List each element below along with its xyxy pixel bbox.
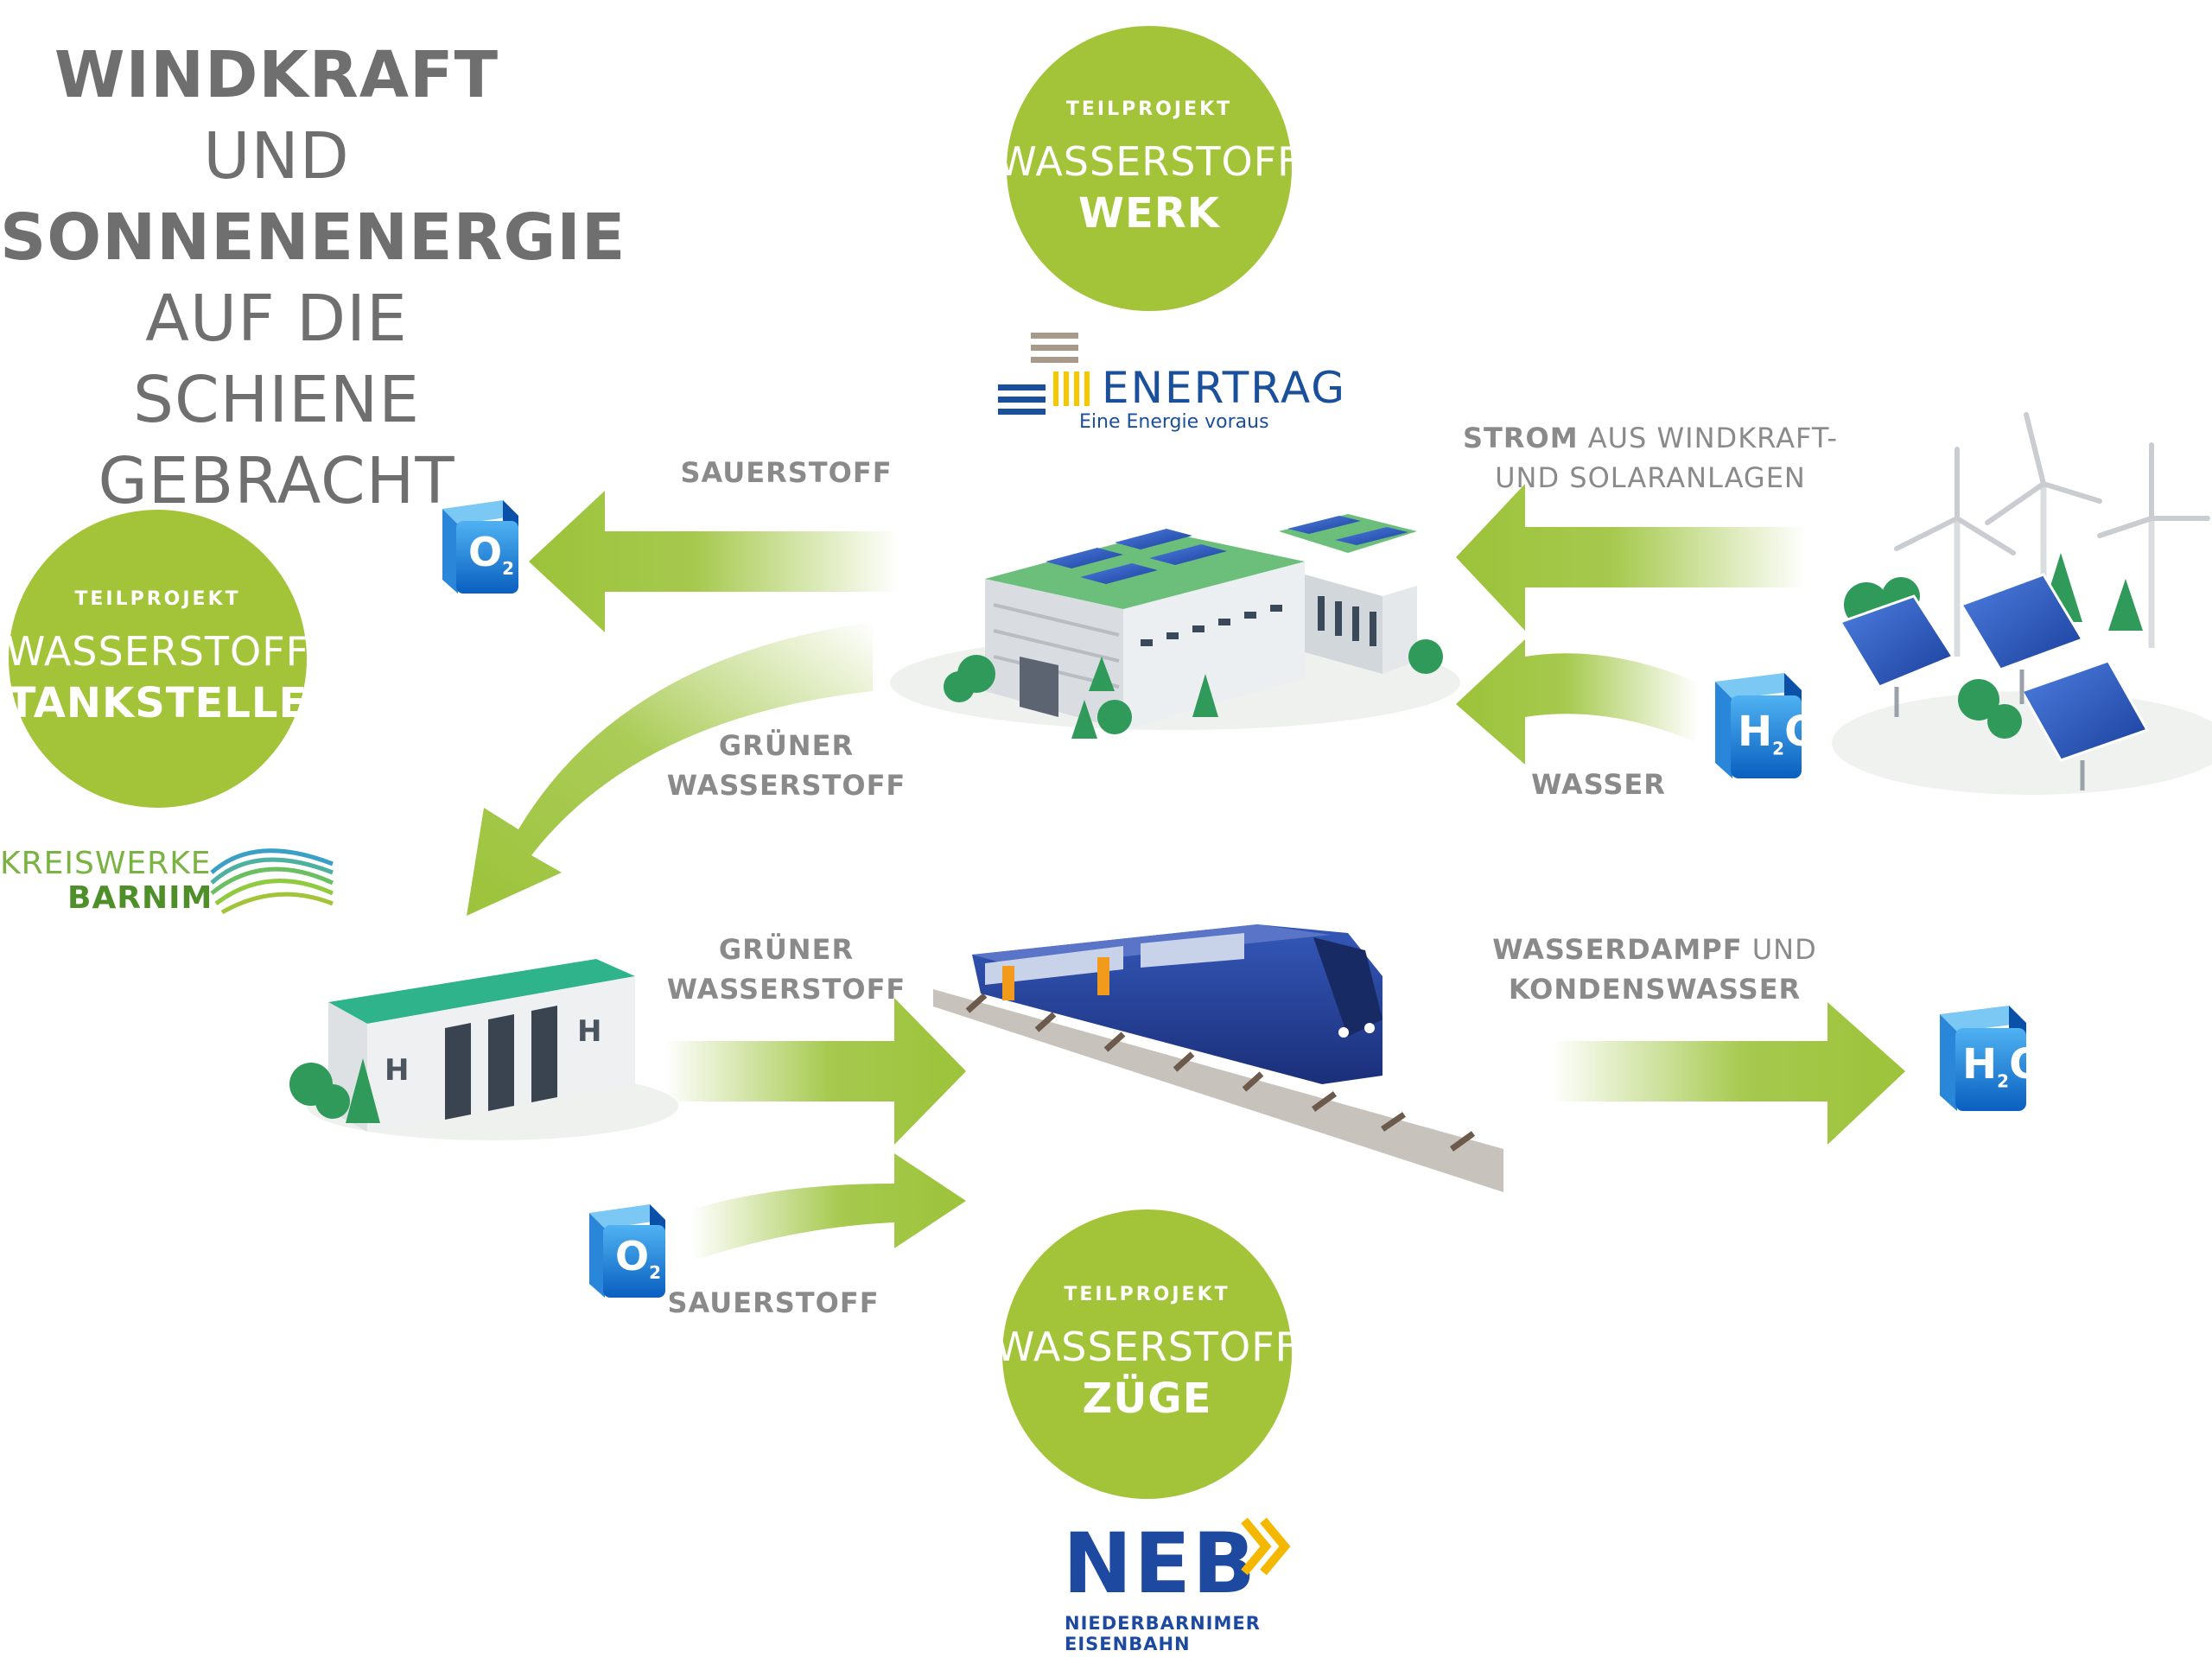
o2-cube-shape-bottom <box>589 1204 665 1298</box>
headline: WINDKRAFT UND SONNENENERGIE AUF DIE SCHI… <box>0 35 625 522</box>
kreiswerke-line1: KREISWERKE <box>0 846 212 881</box>
arrow-wasser-in <box>1456 639 1698 765</box>
circle-teilprojekt-zuege: TEILPROJEKT WASSERSTOFF ZÜGE <box>995 1209 1298 1499</box>
o2-cube-icon-bottom: O2 <box>579 1201 670 1300</box>
h2o-wasser-o: O <box>1784 708 1820 756</box>
label-wasserdampf: WASSERDAMPF UND KONDENSWASSER <box>1491 930 1819 1009</box>
kreiswerke-swoosh-icon <box>210 848 334 915</box>
label-gruener-2-line2: WASSERSTOFF <box>666 973 906 1006</box>
h2-storage-station-icon: H H <box>289 959 678 1140</box>
hydrogen-plant-icon <box>890 514 1460 739</box>
neb-chevrons-icon <box>1241 1517 1291 1576</box>
h2o-cube-shape-dampf <box>1940 1006 2026 1111</box>
circle-werk-line2: WERK <box>1078 188 1220 238</box>
o2-cube-icon-top: O2 <box>432 497 523 596</box>
enertrag-logo: ENERTRAG Eine Energie voraus <box>998 333 1344 436</box>
label-gruener-wasserstoff-1: GRÜNER WASSERSTOFF <box>657 726 916 805</box>
h2o-cube-icon-dampf: H2O <box>1931 1002 2044 1114</box>
label-wasser: WASSER <box>1503 765 1694 804</box>
label-sauerstoff-bottom-text: SAUERSTOFF <box>667 1286 880 1319</box>
circle-tankstelle-line2: TANKSTELLE <box>7 679 308 727</box>
o2-cube-shape <box>442 500 518 594</box>
circle-zuege-line2: ZÜGE <box>1082 1374 1212 1423</box>
h2o-cube-icon-wasser: H2O <box>1707 670 1820 782</box>
enertrag-mark-icon <box>998 333 1090 415</box>
label-gruener-2-line1: GRÜNER <box>718 933 855 966</box>
neb-line2: EISENBAHN <box>1065 1634 1191 1654</box>
h2o-cube-shape-wasser <box>1715 673 1802 778</box>
h2o-dampf-o: O <box>2009 1040 2044 1089</box>
neb-logo: NEB NIEDERBARNIMER EISENBAHN <box>1063 1516 1322 1654</box>
label-wasser-text: WASSER <box>1531 768 1666 801</box>
neb-wordmark: NEB <box>1063 1515 1258 1612</box>
arrow-gruener-wasserstoff-curve <box>467 622 873 916</box>
circle-zuege-kicker: TEILPROJEKT <box>1064 1284 1230 1305</box>
headline-line1-rest: UND <box>203 119 350 194</box>
circle-werk-line1: WASSERSTOFF <box>997 137 1301 185</box>
label-strom-rest: AUS WINDKRAFT- <box>1578 422 1838 454</box>
label-gruener-1-line2: WASSERSTOFF <box>666 769 906 802</box>
label-wasserdampf-line2: KONDENSWASSER <box>1508 973 1802 1006</box>
label-strom-bold: STROM <box>1463 422 1579 454</box>
o2-bottom-sub: 2 <box>649 1262 662 1284</box>
kreiswerke-line2: BARNIM <box>67 880 213 916</box>
headline-line2: SONNENENERGIE <box>0 200 626 275</box>
arrow-strom-in <box>1456 484 1806 631</box>
o2-top-letter: O <box>468 529 503 575</box>
wind-solar-farm-icon <box>1832 412 2212 795</box>
label-sauerstoff-top-text: SAUERSTOFF <box>680 456 893 489</box>
circle-werk-kicker: TEILPROJEKT <box>1065 98 1233 120</box>
arrow-sauerstoff-left <box>529 491 899 632</box>
label-strom-line2: UND SOLARANLAGEN <box>1495 461 1806 494</box>
arrow-gruener-wasserstoff-right <box>665 998 966 1145</box>
o2-bottom-letter: O <box>615 1233 650 1279</box>
label-gruener-wasserstoff-2: GRÜNER WASSERSTOFF <box>657 930 916 1009</box>
label-wasserdampf-bold: WASSERDAMPF <box>1492 933 1743 966</box>
arrow-wasserdampf-right <box>1551 1002 1905 1145</box>
circle-tankstelle-line1: WASSERSTOFF <box>5 628 310 675</box>
h2o-wasser-h: H <box>1738 708 1773 756</box>
neb-line1: NIEDERBARNIMER <box>1065 1613 1261 1634</box>
svg-text:H: H <box>577 1014 601 1049</box>
enertrag-wordmark: ENERTRAG <box>1102 363 1347 413</box>
circle-teilprojekt-werk: TEILPROJEKT WASSERSTOFF WERK <box>997 26 1300 311</box>
label-strom: STROM AUS WINDKRAFT- UND SOLARANLAGEN <box>1460 418 1840 498</box>
arrow-sauerstoff-right <box>691 1153 966 1261</box>
h2o-dampf-h: H <box>1962 1040 1998 1089</box>
hydrogen-train-icon <box>933 924 1503 1192</box>
h2o-dampf-sub: 2 <box>1997 1070 2010 1092</box>
kreiswerke-barnim-logo: KREISWERKE BARNIM <box>0 838 346 924</box>
headline-line4: GEBRACHT <box>98 444 455 518</box>
circle-tankstelle-kicker: TEILPROJEKT <box>74 588 241 610</box>
svg-text:H: H <box>385 1053 409 1088</box>
h2o-wasser-sub: 2 <box>1772 738 1785 759</box>
headline-line3: AUF DIE SCHIENE <box>133 282 420 437</box>
label-wasserdampf-rest: UND <box>1742 933 1817 966</box>
enertrag-tagline: Eine Energie voraus <box>1079 411 1269 433</box>
circle-zuege-line1: WASSERSTOFF <box>995 1324 1300 1370</box>
label-sauerstoff-bottom: SAUERSTOFF <box>665 1283 881 1323</box>
label-gruener-1-line1: GRÜNER <box>718 729 855 762</box>
o2-top-sub: 2 <box>502 558 515 580</box>
circle-teilprojekt-tankstelle: TEILPROJEKT WASSERSTOFF TANKSTELLE <box>5 510 310 808</box>
label-sauerstoff-top: SAUERSTOFF <box>674 453 899 492</box>
headline-line1-bold: WINDKRAFT <box>54 38 499 112</box>
